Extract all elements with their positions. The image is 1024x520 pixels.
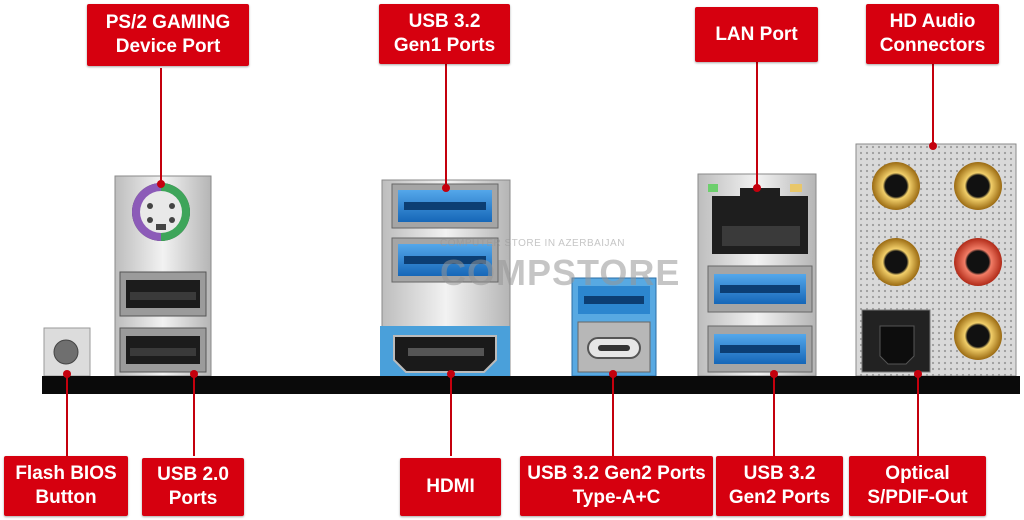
label-ps2-line2: Device Port (115, 36, 221, 57)
lan-dot (753, 184, 761, 192)
label-lan-port: LAN Port (695, 7, 818, 62)
flash-bios-line (66, 372, 68, 456)
usb20-dot (190, 370, 198, 378)
usb-gen1-line (445, 64, 447, 188)
label-usb32-gen1-line1: USB 3.2 (408, 11, 481, 32)
usb-gen2-line (773, 372, 775, 456)
flash-bios-dot (63, 370, 71, 378)
label-hd-audio-line1: HD Audio (889, 11, 976, 32)
optical-dot (914, 370, 922, 378)
label-hdmi: HDMI (400, 458, 501, 516)
label-usb32-gen2-type-a-c: USB 3.2 Gen2 Ports Type-A+C (520, 456, 713, 516)
label-usb20-line1: USB 2.0 (157, 464, 229, 485)
watermark-tagline: COMPUTER STORE IN AZERBAIJAN (440, 238, 625, 249)
label-optical-line1: Optical (885, 463, 950, 484)
hd-audio-stack-graphic (855, 143, 1017, 377)
label-usb32-gen2-line2: Gen2 Ports (728, 487, 831, 508)
usb-gen2-ac-line (612, 372, 614, 456)
base-bar (42, 376, 1020, 394)
label-ps2-line1: PS/2 GAMING (105, 12, 231, 33)
ps2-dot (157, 180, 165, 188)
label-hd-audio-connectors: HD Audio Connectors (866, 4, 999, 64)
label-flash-bios-line1: Flash BIOS (15, 463, 117, 484)
label-usb32-gen2-line1: USB 3.2 (743, 463, 816, 484)
ps2-usb20-stack-graphic (114, 175, 212, 377)
label-usb20-line2: Ports (168, 488, 218, 509)
label-hdmi-line1: HDMI (426, 476, 475, 497)
lan-usb-gen2-stack-graphic (697, 173, 817, 377)
label-ps2-gaming-device-port: PS/2 GAMING Device Port (87, 4, 249, 66)
label-optical-spdif-out: Optical S/PDIF-Out (849, 456, 986, 516)
flash-bios-button-graphic (43, 327, 91, 377)
label-usb32-gen2-ac-line1: USB 3.2 Gen2 Ports (527, 463, 706, 484)
label-lan-line1: LAN Port (715, 23, 798, 45)
usb-gen2-ac-dot (609, 370, 617, 378)
label-optical-line2: S/PDIF-Out (867, 487, 968, 508)
watermark-brand: COMPSTORE (440, 252, 681, 293)
usb-gen1-hdmi-stack-graphic (380, 179, 511, 377)
hdmi-dot (447, 370, 455, 378)
usb20-line (193, 372, 195, 456)
label-hd-audio-line2: Connectors (879, 35, 986, 56)
label-usb32-gen1-line2: Gen1 Ports (393, 35, 496, 56)
label-usb32-gen2-ac-line2: Type-A+C (572, 487, 661, 508)
label-usb20-ports: USB 2.0 Ports (142, 458, 244, 516)
label-flash-bios-button: Flash BIOS Button (4, 456, 128, 516)
label-usb32-gen1-ports: USB 3.2 Gen1 Ports (379, 4, 510, 64)
ps2-line (160, 68, 162, 184)
hdmi-line (450, 372, 452, 456)
audio-dot (929, 142, 937, 150)
usb-gen2-type-a-c-stack-graphic (571, 277, 657, 377)
label-flash-bios-line2: Button (35, 487, 97, 508)
label-usb32-gen2-ports: USB 3.2 Gen2 Ports (716, 456, 843, 516)
usb-gen2-dot (770, 370, 778, 378)
optical-line (917, 372, 919, 456)
audio-line (932, 64, 934, 146)
lan-line (756, 60, 758, 188)
usb-gen1-dot (442, 184, 450, 192)
